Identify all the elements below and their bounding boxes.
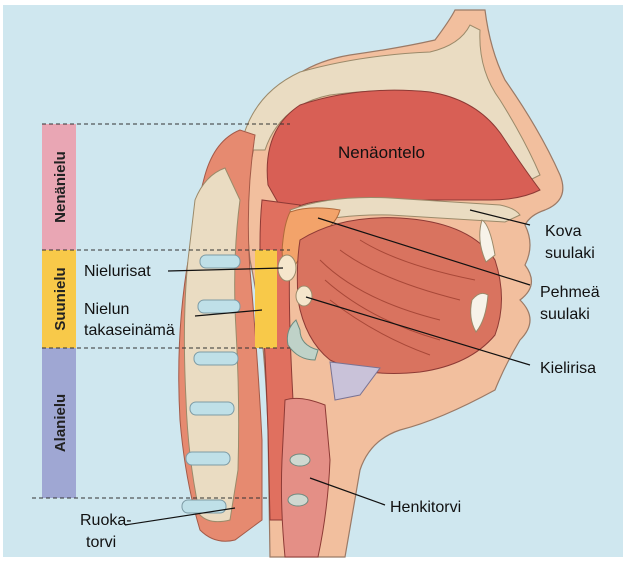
spinal-column: [184, 168, 240, 522]
vertebral-disc: [200, 255, 240, 268]
vertebral-disc: [198, 300, 240, 313]
label-nielurisat: Nielurisat: [84, 263, 151, 280]
vertebral-disc: [186, 452, 230, 465]
label-nielun-line1: Nielun: [84, 301, 129, 318]
tracheal-ring: [288, 494, 308, 506]
region-label-nenanielu: Nenänielu: [52, 151, 69, 223]
lingual-tonsil: [296, 286, 312, 306]
tracheal-ring: [290, 454, 310, 466]
label-henkitorvi: Henkitorvi: [390, 499, 461, 516]
vertebral-disc: [194, 352, 238, 365]
label-nielun-line2: takaseinämä: [84, 322, 175, 339]
label-ruoka-line2: torvi: [86, 534, 116, 551]
label-ruoka-line1: Ruoka-: [80, 512, 132, 529]
tongue: [297, 218, 501, 374]
label-nenaontelo: Nenäontelo: [338, 143, 425, 162]
oropharynx-highlight: [255, 250, 277, 348]
label-pehmea-line2: suulaki: [540, 306, 590, 323]
label-kielirisa: Kielirisa: [540, 360, 596, 377]
label-kova-line2: suulaki: [545, 245, 595, 262]
region-label-suunielu: Suunielu: [52, 267, 69, 330]
vertebral-disc: [182, 500, 226, 513]
label-pehmea-line1: Pehmeä: [540, 284, 600, 301]
vertebral-disc: [190, 402, 234, 415]
trachea: [281, 398, 330, 557]
region-label-alanielu: Alanielu: [52, 394, 69, 452]
label-kova-line1: Kova: [545, 223, 582, 240]
